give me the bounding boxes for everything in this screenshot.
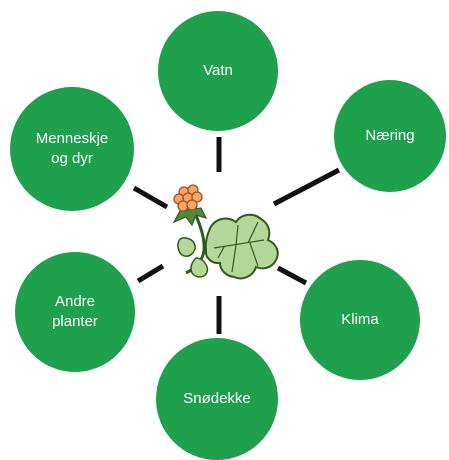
node-snodekke-label: Snødekke: [183, 390, 251, 407]
node-andre-planter: Andre planter: [15, 252, 135, 372]
node-menneskje-og-dyr: Menneskje og dyr: [10, 87, 134, 211]
berry-drupelet: [186, 199, 198, 211]
berry-sepals: [172, 207, 208, 227]
lower-leaf-left: [177, 237, 196, 257]
connector-naering: [272, 167, 341, 207]
node-klima-label: Klima: [341, 311, 379, 328]
berry-drupelet: [191, 191, 203, 203]
node-snodekke: Snødekke: [156, 338, 278, 460]
lower-leaf-right: [190, 257, 209, 278]
node-klima: Klima: [300, 260, 420, 380]
node-menneskje-og-dyr-label: Menneskje og dyr: [35, 130, 109, 167]
berry: [173, 184, 203, 212]
leaf-veins: [213, 221, 265, 273]
node-naering-label: Næring: [365, 127, 415, 144]
node-naering: Næring: [334, 80, 446, 192]
node-vatn-label: Vatn: [203, 62, 233, 79]
node-vatn: Vatn: [158, 11, 278, 131]
main-leaf: [204, 213, 279, 280]
connector-klima: [276, 265, 308, 286]
connector-menneskje-og-dyr: [132, 185, 169, 210]
connector-andre-planter: [136, 263, 165, 284]
node-andre-planter-label: Andre planter: [52, 293, 98, 330]
